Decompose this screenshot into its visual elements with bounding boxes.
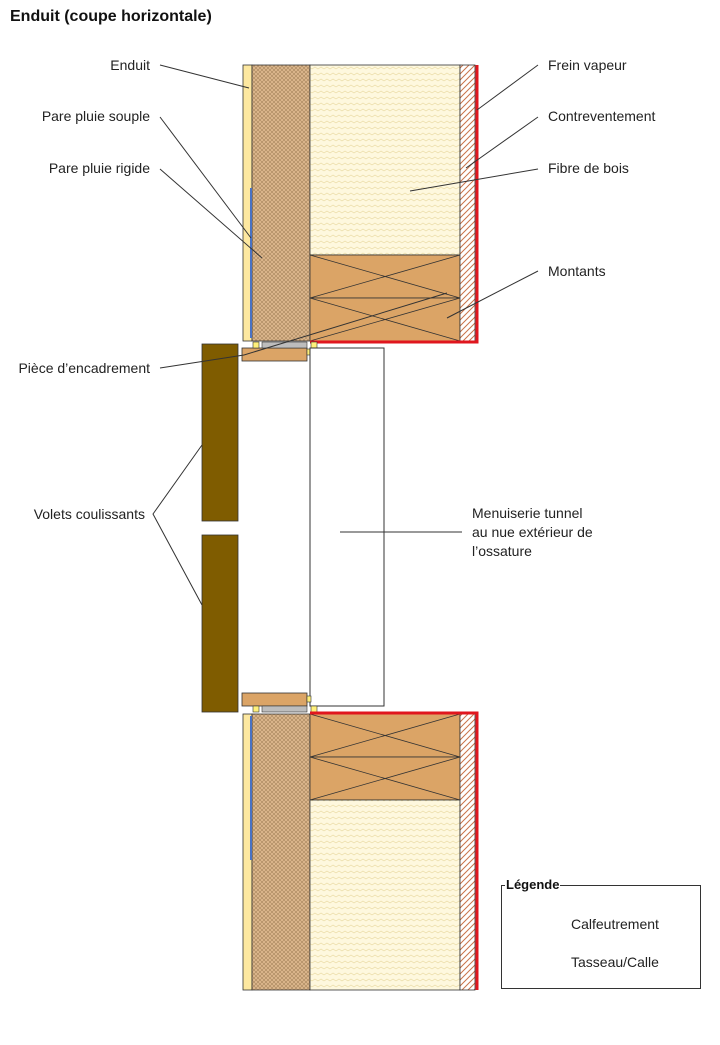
volet-2 [201, 534, 239, 713]
leader-volets [152, 444, 203, 606]
piece-encadrement-top [241, 347, 308, 362]
fibre-rigide-bottom [251, 713, 311, 991]
leader-contreventement [465, 116, 539, 169]
label-montants: Montants [548, 263, 606, 279]
frein-vapeur-bottom [310, 711, 479, 990]
label-menuiserie-3: l’ossature [472, 543, 532, 559]
leader-pare-pluie-souple [159, 116, 252, 239]
label-enduit: Enduit [110, 57, 150, 73]
label-contreventement: Contreventement [548, 108, 656, 124]
legend-box [501, 885, 701, 989]
calfeutrement-bottom-2 [310, 705, 318, 713]
fibre-souple-bottom [309, 799, 461, 991]
tasseau-bottom [261, 705, 308, 713]
label-menuiserie-2: au nue extérieur de [472, 524, 593, 540]
volet-1 [201, 343, 239, 522]
leader-fibre-bois [409, 168, 539, 192]
opening [201, 341, 385, 713]
calfeutrement-bottom-1 [252, 705, 260, 713]
label-pare-pluie-rigide: Pare pluie rigide [48, 160, 150, 176]
top-wall [242, 64, 479, 344]
label-fibre-de-bois: Fibre de bois [548, 160, 629, 176]
calfeutrement-bottom-3 [306, 695, 312, 703]
page-title: Enduit (coupe horizontale) [10, 8, 212, 25]
calfeutrement-top-2 [310, 341, 318, 349]
label-pare-pluie-souple: Pare pluie souple [41, 108, 150, 124]
label-menuiserie-1: Menuiserie tunnel [472, 505, 583, 521]
tasseau-top [261, 341, 308, 349]
leader-frein-vapeur [476, 64, 539, 111]
label-frein-vapeur: Frein vapeur [548, 57, 627, 73]
legend-calfeutrement-label: Calfeutrement [571, 916, 659, 932]
leader-piece-encadrement-2 [243, 292, 448, 356]
fibre-souple-top [309, 64, 461, 256]
legend-tasseau-label: Tasseau/Calle [571, 954, 659, 970]
frein-vapeur-top [310, 65, 479, 344]
label-volets-coulissants: Volets coulissants [33, 506, 145, 522]
piece-encadrement-bottom [241, 692, 308, 707]
contreventement-bottom [459, 713, 476, 991]
leader-piece-encadrement [159, 354, 245, 369]
calfeutrement-top-1 [252, 341, 260, 349]
menuiserie-tunnel [309, 347, 385, 707]
leader-pare-pluie-rigide [159, 168, 263, 259]
label-piece-encadrement: Pièce d’encadrement [18, 360, 150, 376]
legend-title: Légende [505, 877, 561, 892]
leader-enduit [159, 64, 250, 89]
fibre-rigide-top [251, 64, 311, 342]
leader-montants [446, 270, 539, 319]
contreventement-top [459, 64, 476, 342]
bottom-wall [242, 711, 479, 991]
leader-lines [152, 64, 539, 606]
